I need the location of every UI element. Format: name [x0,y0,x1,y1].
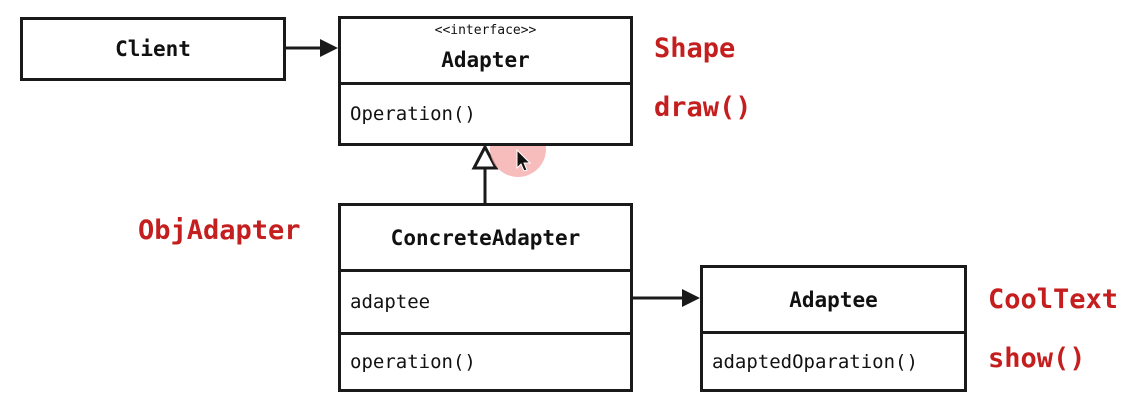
adaptee-class-box: Adaptee adaptedOparation() [700,265,967,392]
annotation-draw: draw() [654,92,752,123]
client-class-title: Client [115,37,191,61]
client-class-box: Client [20,17,286,81]
adaptee-method: adaptedOparation() [703,331,964,389]
annotation-cool-text: CoolText [988,284,1119,315]
adapter-stereotype: <<interface>> [434,23,537,38]
adaptee-association-arrowhead [682,289,700,307]
annotation-show: show() [988,343,1086,374]
adapter-interface-box: <<interface>> Adapter Operation() [338,16,633,146]
adaptee-title: Adaptee [789,287,878,312]
mouse-pointer-icon [516,148,532,172]
annotation-shape: Shape [654,33,736,64]
adapter-interface-title: Adapter [441,47,530,72]
adapter-operation-method: Operation() [341,82,630,143]
concrete-adapter-field: adaptee [341,269,630,332]
annotation-obj-adapter: ObjAdapter [138,215,301,246]
realization-triangle-icon [471,143,499,170]
concrete-adapter-method: operation() [341,332,630,389]
client-to-adapter-arrowhead [320,39,338,57]
concrete-adapter-title: ConcreteAdapter [390,225,581,250]
concrete-adapter-class-box: ConcreteAdapter adaptee operation() [338,203,633,392]
